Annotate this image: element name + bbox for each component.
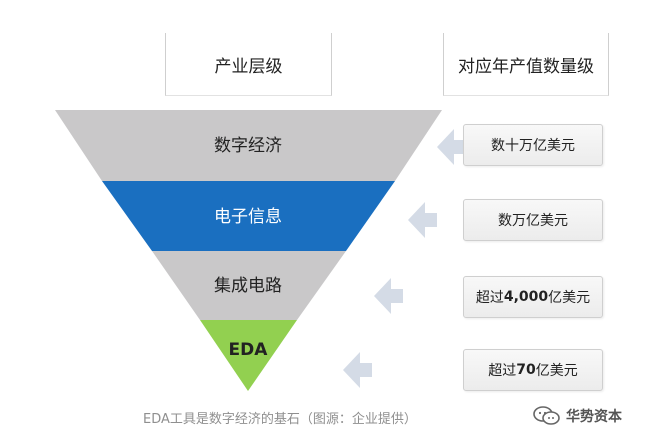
left-arrow-icon <box>343 352 372 388</box>
value-box-digital-economy: 数十万亿美元 <box>463 124 603 166</box>
layer-eda <box>200 320 297 391</box>
watermark-text: 华势资本 <box>566 409 622 425</box>
left-arrow-icon <box>374 278 403 314</box>
layer-label-eda: EDA <box>229 340 269 360</box>
left-arrow-icon <box>408 202 437 238</box>
layer-digital-economy <box>55 110 442 181</box>
wechat-icon <box>533 406 560 425</box>
header-annual-value-label: 对应年产值数量级 <box>458 56 594 77</box>
value-suffix: 亿美元 <box>548 290 591 306</box>
value-prefix: 超过 <box>475 290 504 306</box>
value-prefix: 数十万亿美元 <box>491 138 575 154</box>
value-number: 4,000 <box>503 289 549 305</box>
left-arrow-icon <box>437 129 466 165</box>
layer-label-digital-economy: 数字经济 <box>214 136 282 156</box>
value-box-electronic-information: 数万亿美元 <box>463 199 603 241</box>
value-prefix: 超过 <box>488 363 517 379</box>
figure-caption: EDA工具是数字经济的基石（图源：企业提供） <box>143 412 417 427</box>
value-suffix: 亿美元 <box>535 363 578 379</box>
value-prefix: 数万亿美元 <box>498 213 568 229</box>
layer-label-integrated-circuit: 集成电路 <box>214 276 282 296</box>
layer-electronic-information <box>102 181 395 251</box>
layer-integrated-circuit <box>152 251 346 320</box>
header-industry-level: 产业层级 <box>165 33 332 96</box>
layer-label-electronic-information: 电子信息 <box>214 207 282 227</box>
value-number: 70 <box>516 362 536 378</box>
header-industry-level-label: 产业层级 <box>214 56 283 77</box>
header-annual-value: 对应年产值数量级 <box>443 33 609 96</box>
watermark: 华势资本 <box>533 404 622 428</box>
